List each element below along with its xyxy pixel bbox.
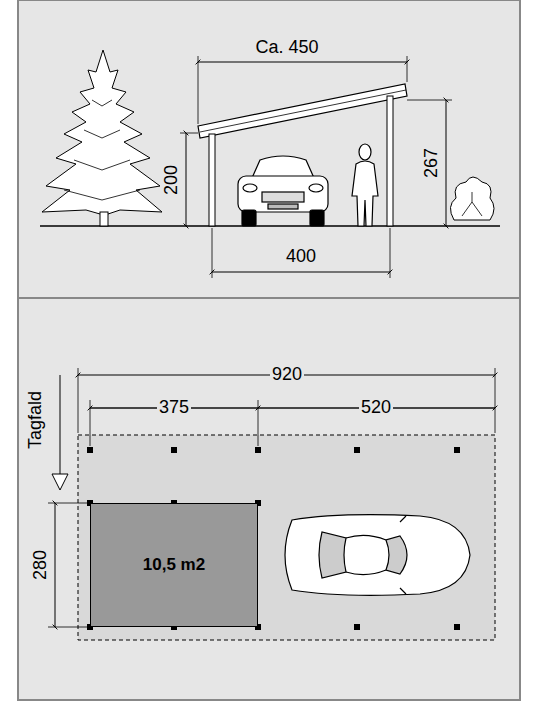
- area-label: 10,5 m2: [143, 555, 205, 575]
- post-marker: [171, 447, 177, 453]
- dimension-label: 400: [284, 247, 318, 267]
- post-marker: [454, 447, 460, 453]
- dimension-label: 267: [422, 146, 442, 180]
- dimension-label: 375: [157, 398, 191, 418]
- dimension-label: 280: [31, 548, 51, 582]
- post-marker: [87, 447, 93, 453]
- area-box: 10,5 m2: [90, 503, 258, 627]
- dimension-label: 920: [270, 365, 304, 385]
- post-marker: [255, 447, 261, 453]
- post-marker: [354, 447, 360, 453]
- post-marker: [454, 624, 460, 630]
- slope-label: Tagfald: [26, 389, 46, 451]
- post-marker: [354, 624, 360, 630]
- dimension-label: 520: [359, 398, 393, 418]
- dimension-label: 200: [162, 163, 182, 197]
- dimension-label: Ca. 450: [253, 38, 320, 58]
